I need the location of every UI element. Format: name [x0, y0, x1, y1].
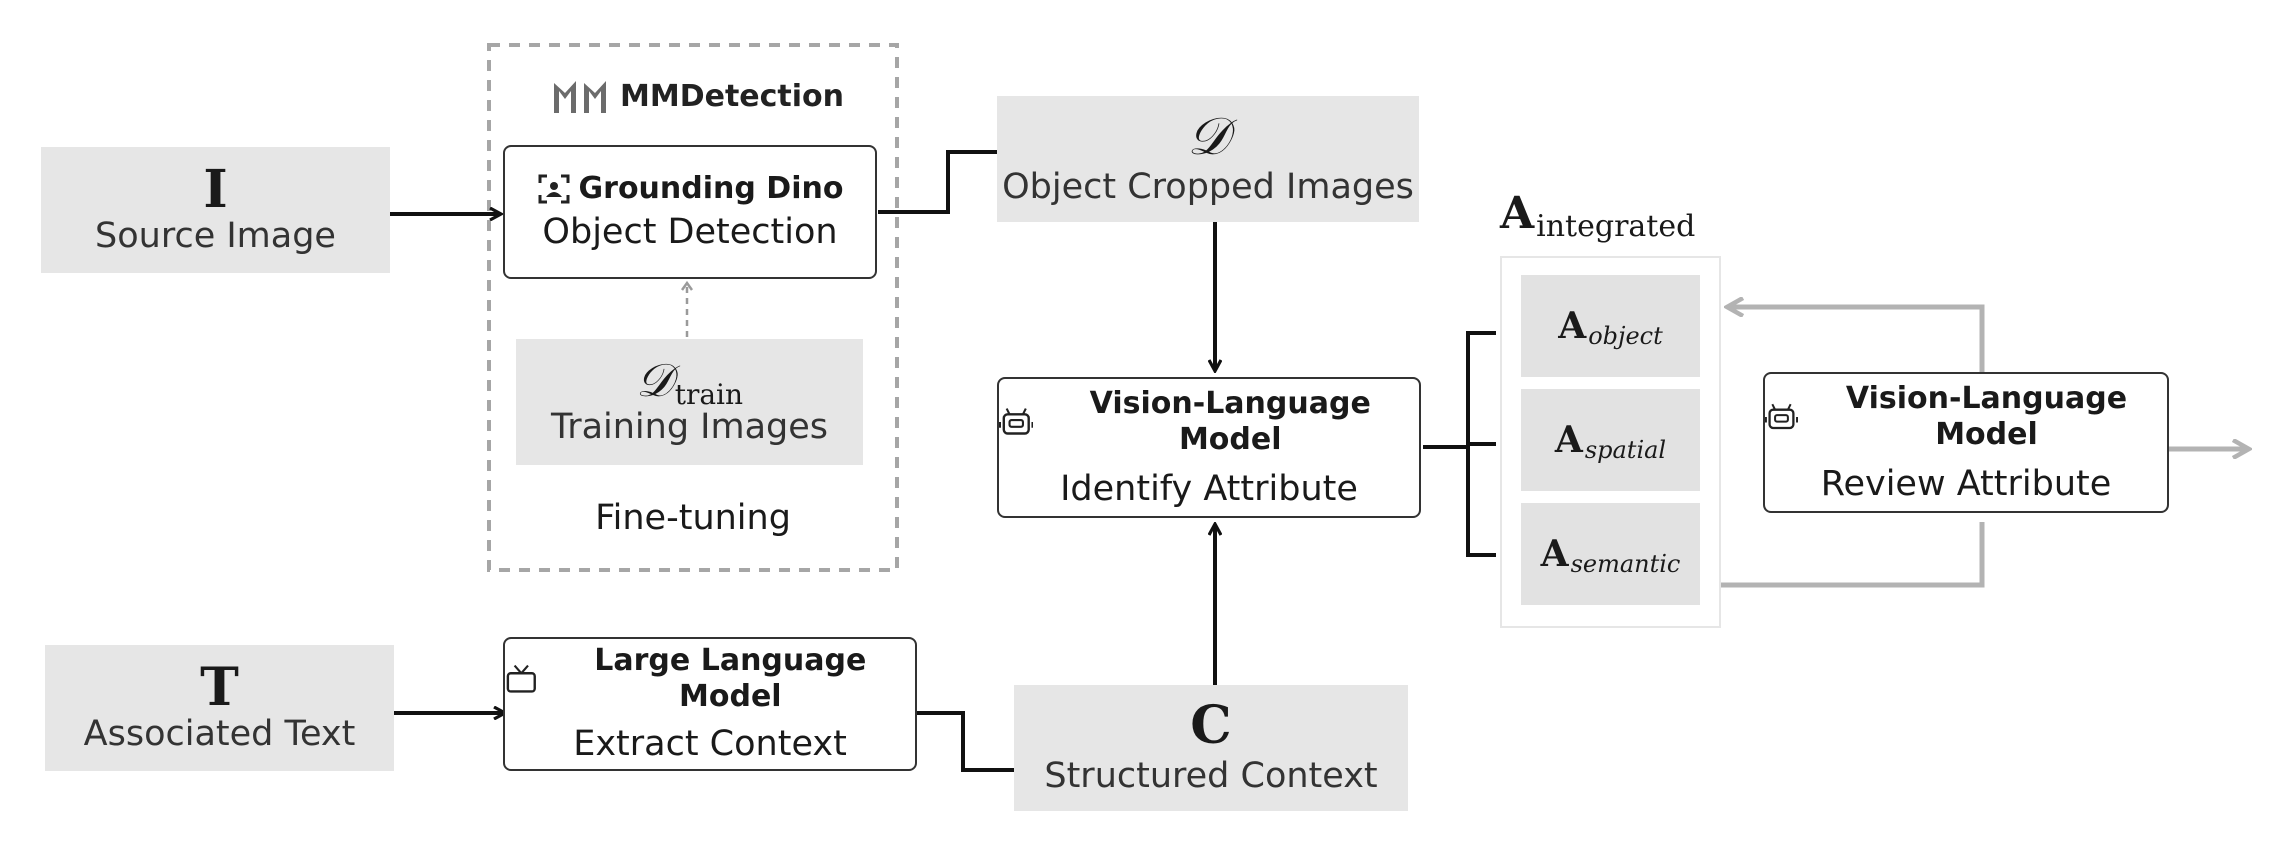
feedback-loop-bottom: [1721, 522, 1985, 588]
llm-box: Large Language Model Extract Context: [503, 637, 917, 771]
source-image-box: I Source Image: [41, 147, 390, 273]
source-symbol: I: [203, 158, 228, 220]
attribute-object-subscript: object: [1588, 322, 1663, 350]
vlm-review-subtitle: Review Attribute: [1820, 463, 2112, 504]
llm-title: Large Language Model: [594, 643, 867, 714]
cropped-label: Object Cropped Images: [1002, 166, 1414, 207]
cropped-images-box: 𝒟 Object Cropped Images: [997, 96, 1419, 222]
robot-icon: [999, 407, 1034, 435]
attribute-object-symbol: A: [1558, 305, 1587, 347]
associated-text-box: T Associated Text: [45, 645, 394, 771]
line-llm-to-context: [917, 711, 1015, 772]
robot-icon: [1765, 403, 1798, 429]
line-detection-to-cropped: [878, 150, 1000, 214]
feedback-loop-top: [1728, 307, 1985, 372]
structured-context-box: C Structured Context: [1014, 685, 1408, 811]
source-label: Source Image: [95, 215, 336, 256]
cropped-symbol: 𝒟: [1187, 106, 1229, 167]
focus-icon: [538, 174, 570, 204]
tv-icon: [506, 664, 536, 693]
vlm-identify-box: Vision-Language Model Identify Attribute: [997, 377, 1421, 518]
vlm-identify-title: Vision-Language Model: [1089, 385, 1371, 457]
vlm-identify-header: Vision-Language Model: [999, 386, 1419, 458]
mmdetection-logo: MMDetection: [552, 74, 844, 118]
text-symbol: T: [200, 656, 239, 718]
grounding-dino-title: Grounding Dino: [578, 171, 844, 206]
training-images-box: 𝒟 train Training Images: [516, 339, 863, 465]
attribute-semantic-symbol: A: [1540, 533, 1569, 575]
integrated-symbol: A: [1500, 188, 1535, 239]
grounding-dino-box: Grounding Dino Object Detection: [503, 145, 877, 279]
integrated-subscript: integrated: [1536, 209, 1696, 244]
vlm-review-box: Vision-Language Model Review Attribute: [1763, 372, 2169, 513]
mmdetection-label: MMDetection: [620, 78, 845, 114]
vlm-identify-subtitle: Identify Attribute: [1060, 468, 1358, 509]
attribute-spatial-subscript: spatial: [1584, 436, 1667, 464]
vlm-review-header: Vision-Language Model: [1765, 381, 2167, 453]
integrated-heading: A integrated: [1500, 188, 1695, 244]
attribute-semantic-subscript: semantic: [1570, 550, 1681, 578]
grounding-dino-header: Grounding Dino: [537, 171, 844, 207]
mmdetection-frame: [487, 43, 899, 572]
train-label: Training Images: [550, 406, 829, 447]
mmdetection-icon: [554, 81, 606, 113]
context-symbol: C: [1190, 694, 1232, 756]
llm-header: Large Language Model: [505, 643, 915, 715]
llm-subtitle: Extract Context: [573, 724, 847, 764]
train-symbol: 𝒟: [635, 352, 673, 407]
train-symbol-group: 𝒟 train: [635, 352, 743, 411]
text-label: Associated Text: [83, 713, 356, 754]
context-label: Structured Context: [1044, 755, 1378, 796]
vlm-review-title: Vision-Language Model: [1845, 380, 2128, 452]
train-subscript: train: [674, 377, 744, 411]
fine-tuning-caption: Fine-tuning: [595, 498, 791, 538]
attribute-spatial-symbol: A: [1554, 419, 1583, 461]
grounding-dino-subtitle: Object Detection: [542, 212, 838, 252]
